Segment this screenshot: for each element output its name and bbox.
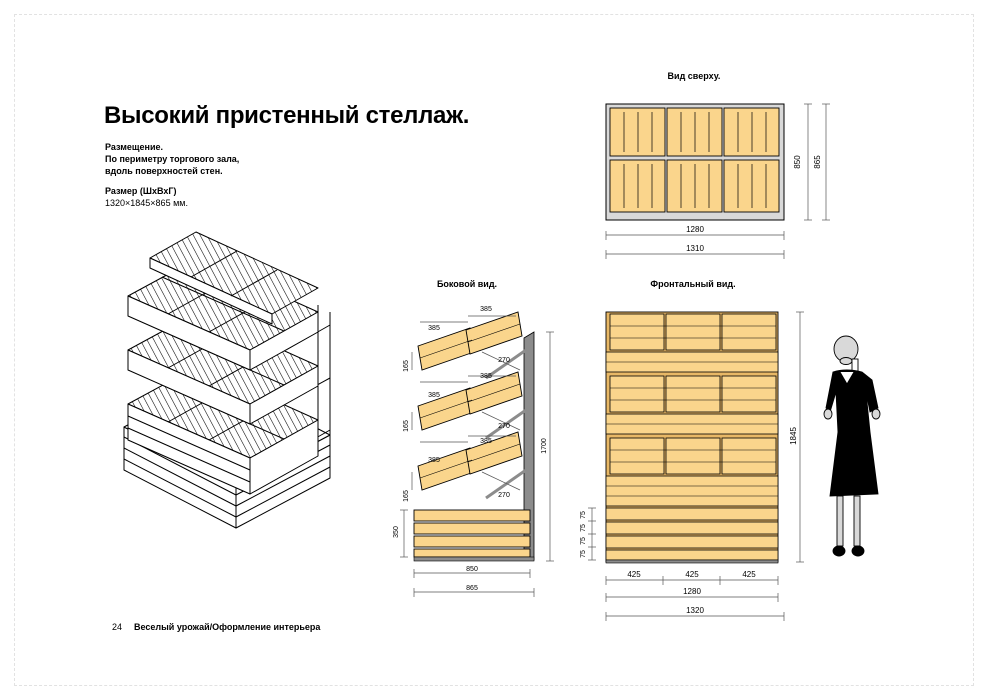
side-plinth — [413, 556, 535, 562]
top-width-inner: 1280 — [686, 225, 704, 234]
front-plinth — [605, 559, 779, 564]
iso-crates-top — [149, 231, 319, 325]
front-base-boards — [605, 507, 779, 561]
side-crate-height-1: 165 — [403, 360, 410, 372]
side-crate-width-1a: 385 — [428, 325, 440, 332]
side-dimension-labels: 385 385 385 385 385 385 165 165 165 270 … — [393, 306, 548, 592]
side-crate-height-3: 165 — [403, 490, 410, 502]
side-shelf-depth-1: 270 — [498, 357, 510, 364]
front-board-1: 75 — [580, 511, 587, 519]
top-view-slats — [623, 112, 767, 208]
side-height: 1700 — [541, 438, 548, 454]
side-width-inner: 850 — [466, 566, 478, 573]
top-view-dimensions — [605, 103, 830, 259]
size-value: 1320×1845×865 мм. — [105, 198, 188, 208]
size-heading: Размер (ШхВхГ) — [105, 186, 177, 196]
side-dimension-lines — [400, 315, 554, 597]
side-braces — [485, 348, 527, 500]
front-column-1: 425 — [627, 570, 641, 579]
side-view: Боковой вид. — [393, 279, 554, 597]
front-board-3: 75 — [580, 537, 587, 545]
page-frame — [14, 14, 974, 686]
placement-heading: Размещение. — [105, 142, 163, 152]
front-crates — [605, 313, 779, 507]
top-view-crates — [609, 107, 780, 213]
front-column-3: 425 — [742, 570, 756, 579]
front-width-outer: 1320 — [686, 606, 704, 615]
front-height: 1845 — [789, 427, 798, 445]
side-crate-width-3a: 385 — [428, 457, 440, 464]
front-view: Фронтальный вид. — [580, 279, 804, 621]
side-crate-width-3b: 385 — [480, 438, 492, 445]
top-width-outer: 1310 — [686, 244, 704, 253]
footer-caption: Веселый урожай/Оформление интерьера — [134, 622, 321, 632]
top-depth-inner: 850 — [793, 155, 802, 169]
front-board-2: 75 — [580, 524, 587, 532]
front-dimension-lines — [588, 311, 804, 621]
side-width-outer: 865 — [466, 585, 478, 592]
side-crate-width-2b: 385 — [480, 373, 492, 380]
placement-line-1: По периметру торгового зала, — [105, 154, 240, 164]
side-crate-width-2a: 385 — [428, 392, 440, 399]
placement-line-2: вдоль поверхностей стен. — [105, 166, 223, 176]
side-crate-boards — [419, 323, 521, 479]
side-base-height: 350 — [393, 526, 400, 538]
top-depth-outer: 865 — [813, 155, 822, 169]
side-base — [413, 509, 531, 558]
front-crate-slats — [606, 325, 778, 497]
front-dimension-labels: 1845 75 75 75 75 425 425 425 1280 1320 — [580, 427, 798, 615]
front-board-4: 75 — [580, 550, 587, 558]
top-view: Вид сверху. 1280 1310 850 — [605, 71, 830, 259]
side-crate-width-1b: 385 — [480, 306, 492, 313]
side-crate-height-2: 165 — [403, 420, 410, 432]
front-column-2: 425 — [685, 570, 699, 579]
page-title: Высокий пристенный стеллаж. — [104, 102, 470, 129]
side-shelf-depth-2: 270 — [498, 423, 510, 430]
human-figure — [823, 335, 881, 557]
page-number: 24 — [112, 622, 123, 632]
front-width-inner: 1280 — [683, 587, 701, 596]
side-shelf-depth-3: 270 — [498, 492, 510, 499]
front-view-title: Фронтальный вид. — [650, 279, 735, 289]
isometric-view — [123, 231, 331, 529]
side-view-title: Боковой вид. — [437, 279, 497, 289]
top-view-title: Вид сверху. — [668, 71, 721, 81]
